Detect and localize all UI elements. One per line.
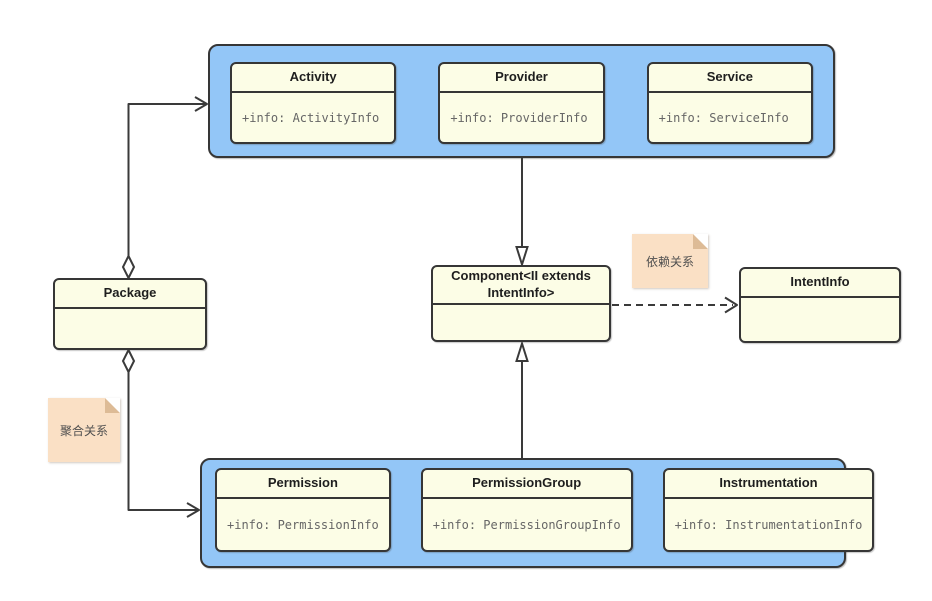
class-provider-title: Provider: [440, 64, 603, 93]
class-service-attribute: +info: ServiceInfo: [658, 110, 789, 125]
class-intentinfo: IntentInfo: [739, 267, 901, 343]
class-activity: Activity +info: ActivityInfo: [230, 62, 397, 144]
open-arrowhead: [194, 96, 208, 112]
class-permission-attribute: +info: PermissionInfo: [227, 517, 379, 532]
edge-package-to-top-group: [121, 96, 208, 281]
note-dependency-relationship: 依赖关系: [632, 234, 708, 288]
edge-package-to-bottom-group: [121, 347, 200, 518]
class-permissiongroup-title: PermissionGroup: [422, 470, 631, 499]
class-intentinfo-attribute: [741, 298, 899, 341]
class-component: Component<II extends IntentInfo>: [431, 265, 611, 342]
class-activity-title: Activity: [232, 64, 395, 93]
class-intentinfo-title: IntentInfo: [741, 269, 899, 298]
edge-bottom-group-to-component: [515, 340, 529, 458]
class-permission: Permission +info: PermissionInfo: [215, 468, 391, 552]
note-aggregation-text: 聚合关系: [59, 423, 108, 438]
class-permission-title: Permission: [217, 470, 389, 499]
class-package-attribute: [55, 309, 205, 348]
note-dependency-text: 依赖关系: [645, 254, 694, 269]
hollow-triangle-arrowhead: [515, 246, 529, 268]
class-component-attribute: [433, 305, 609, 340]
bottom-component-group: Permission +info: PermissionInfo Permiss…: [200, 458, 875, 568]
open-arrowhead: [186, 502, 200, 518]
class-instrumentation: Instrumentation +info: InstrumentationIn…: [662, 468, 875, 552]
class-permissiongroup: PermissionGroup +info: PermissionGroupIn…: [420, 468, 633, 552]
class-service: Service +info: ServiceInfo: [646, 62, 813, 144]
class-instrumentation-title: Instrumentation: [664, 470, 873, 499]
class-activity-attribute: +info: ActivityInfo: [242, 110, 380, 125]
hollow-diamond: [121, 253, 136, 281]
hollow-triangle-arrowhead: [515, 340, 529, 362]
class-instrumentation-attribute: +info: InstrumentationInfo: [674, 517, 863, 532]
class-service-title: Service: [648, 64, 811, 93]
class-package-title: Package: [55, 280, 205, 309]
open-arrowhead: [724, 296, 738, 314]
class-provider: Provider +info: ProviderInfo: [438, 62, 605, 144]
class-permissiongroup-attribute: +info: PermissionGroupInfo: [432, 517, 621, 532]
note-aggregation-relationship: 聚合关系: [48, 398, 120, 462]
edge-top-group-to-component: [515, 158, 529, 268]
class-package: Package: [53, 278, 207, 350]
class-component-title: Component<II extends IntentInfo>: [433, 267, 609, 305]
edge-component-to-intentinfo: [612, 296, 738, 314]
top-component-group: Activity +info: ActivityInfo Provider +i…: [208, 44, 835, 158]
hollow-diamond: [121, 347, 136, 375]
class-provider-attribute: +info: ProviderInfo: [450, 110, 588, 125]
